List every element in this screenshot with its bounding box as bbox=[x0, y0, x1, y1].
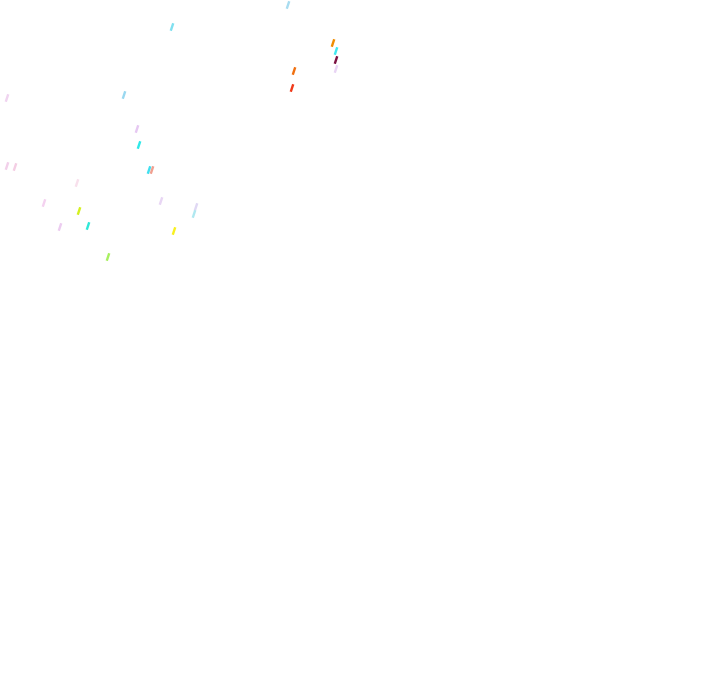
color-mark bbox=[169, 22, 175, 32]
color-mark bbox=[289, 83, 295, 93]
color-mark bbox=[4, 161, 10, 171]
color-mark bbox=[121, 90, 127, 100]
color-mark bbox=[134, 124, 140, 134]
color-mark bbox=[333, 46, 339, 56]
color-mark bbox=[4, 93, 10, 103]
color-mark bbox=[74, 178, 80, 188]
color-mark bbox=[12, 162, 18, 172]
color-mark bbox=[146, 165, 152, 175]
color-mark bbox=[333, 64, 339, 74]
color-mark bbox=[193, 202, 199, 212]
color-mark bbox=[41, 198, 47, 208]
color-mark bbox=[291, 66, 297, 76]
color-mark bbox=[158, 196, 164, 206]
color-mark bbox=[57, 222, 63, 232]
color-mark bbox=[149, 165, 155, 175]
color-mark bbox=[285, 0, 291, 10]
color-mark bbox=[136, 140, 142, 150]
color-mark bbox=[191, 209, 197, 219]
color-mark bbox=[105, 252, 111, 262]
color-mark bbox=[85, 221, 91, 231]
color-mark bbox=[330, 38, 336, 48]
color-mark bbox=[171, 226, 177, 236]
color-mark bbox=[76, 206, 82, 216]
color-mark bbox=[333, 55, 339, 65]
